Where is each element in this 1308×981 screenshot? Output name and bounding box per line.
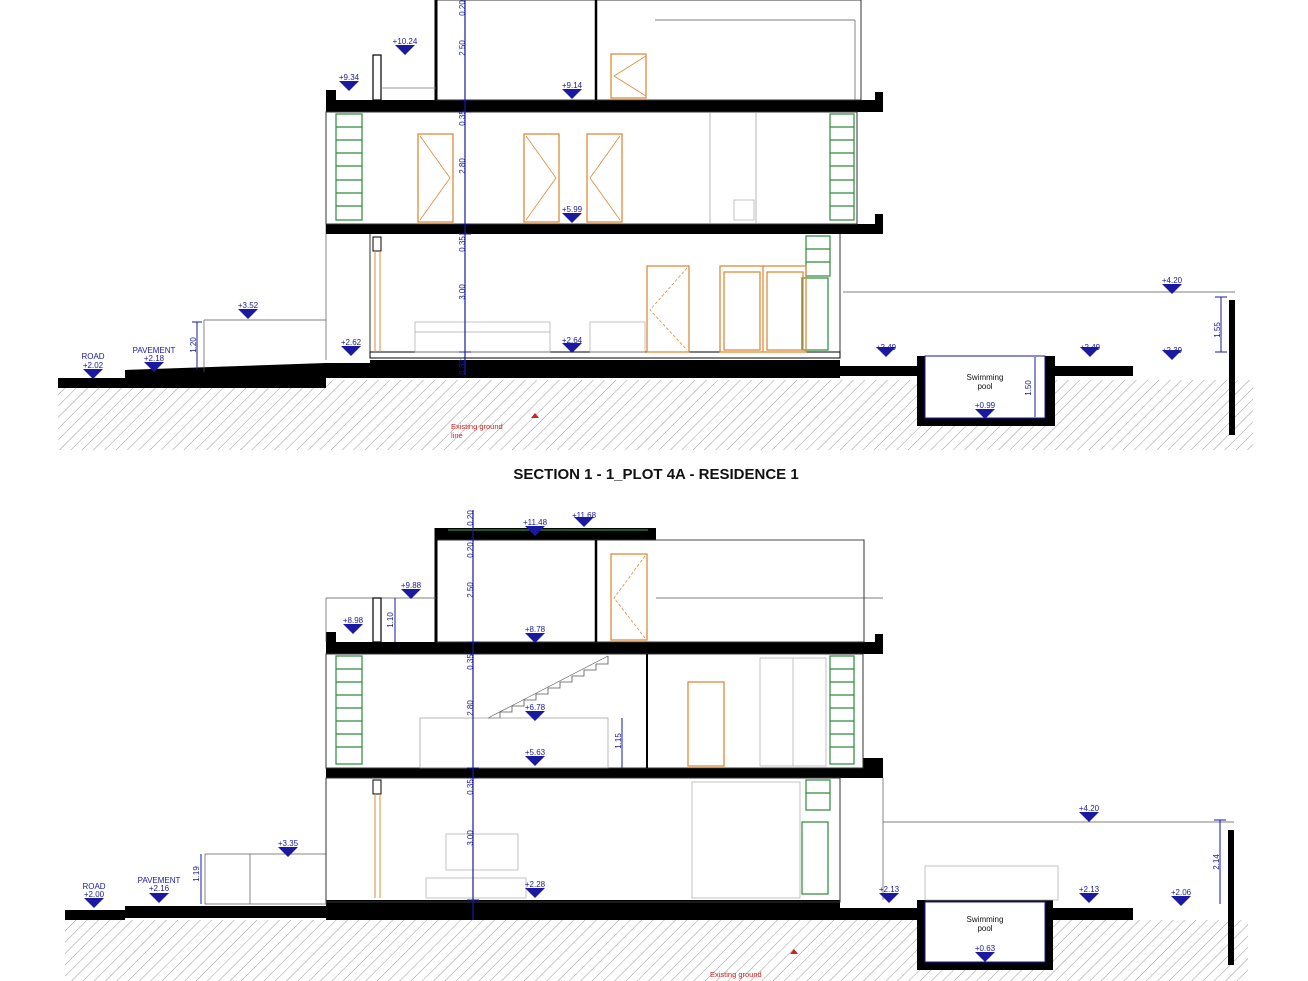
dim-1-20: 1.20 bbox=[189, 337, 198, 353]
doors-section-1 bbox=[417, 53, 807, 353]
existing-ground-label-line1: Existing ground bbox=[451, 422, 503, 431]
level-garden-upper-2: +3.35 bbox=[278, 839, 299, 848]
level-ground-floor-2: +2.28 bbox=[525, 880, 546, 889]
level-pool-deck-left: +2.49 bbox=[876, 343, 897, 352]
green-window-right-2 bbox=[448, 529, 855, 895]
level-pavement: +2.18 bbox=[144, 354, 165, 363]
level-pool-deck-right-2: +2.13 bbox=[1079, 885, 1100, 894]
upper-floor-outline-2 bbox=[435, 539, 865, 643]
level-roof-top: +10.24 bbox=[393, 37, 418, 46]
slab-ground bbox=[369, 351, 841, 359]
dim-0-35-b: 0.35 bbox=[458, 236, 467, 252]
dim2-0-20-b: 0.20 bbox=[466, 542, 475, 558]
first-floor-outline bbox=[325, 111, 858, 225]
boundary-wall bbox=[1229, 300, 1235, 435]
boundary-wall-2 bbox=[1228, 830, 1234, 965]
level-pavement-2: +2.16 bbox=[149, 884, 170, 893]
level-pool-deck-right: +2.49 bbox=[1080, 343, 1101, 352]
dim-3-00: 3.00 bbox=[458, 284, 467, 300]
section-1: +10.24 +9.34 +9.14 +5.99 +3.52 +2.62 +2.… bbox=[58, 0, 1253, 483]
doors-section-2 bbox=[610, 553, 725, 767]
level-ground-floor: +2.64 bbox=[562, 336, 583, 345]
level-terrace: +9.34 bbox=[339, 73, 360, 82]
level-pool-bottom-2: +0.63 bbox=[975, 944, 996, 953]
dim2-0-35-b: 0.35 bbox=[466, 779, 475, 795]
label-road-2: ROAD bbox=[82, 882, 105, 891]
dim2-2-80: 2.80 bbox=[466, 700, 475, 716]
section-2: +11.48 +11.68 +9.88 +8.98 +8.78 +6.78 +5… bbox=[65, 510, 1248, 981]
green-window-left-2 bbox=[335, 655, 363, 765]
level-garden-upper: +3.52 bbox=[238, 301, 259, 310]
label-pavement-2: PAVEMENT bbox=[138, 876, 181, 885]
label-road: ROAD bbox=[81, 352, 104, 361]
dim-small: 0.32 bbox=[458, 359, 467, 375]
staircase bbox=[488, 656, 609, 719]
ground-hatch-2 bbox=[65, 920, 1248, 981]
level-garden-right: +2.39 bbox=[1162, 346, 1183, 355]
dim2-1-19: 1.19 bbox=[192, 866, 201, 882]
dim-2-80: 2.80 bbox=[458, 158, 467, 174]
level-stair-landing: +6.78 bbox=[525, 703, 546, 712]
level-first-floor: +5.99 bbox=[562, 205, 583, 214]
first-floor-outline-2 bbox=[325, 653, 864, 769]
furniture-section-1 bbox=[414, 199, 755, 353]
dim2-0-35-a: 0.35 bbox=[466, 654, 475, 670]
slab-first bbox=[326, 224, 883, 234]
pool-label-line1-2: Swimming bbox=[967, 915, 1004, 924]
level-wall-top-2: +4.20 bbox=[1079, 804, 1100, 813]
level-garden-right-2: +2.06 bbox=[1171, 888, 1192, 897]
upper-floor-outline bbox=[435, 0, 862, 101]
pool-label-line2: pool bbox=[977, 382, 992, 391]
dim2-0-20-a: 0.20 bbox=[466, 510, 475, 526]
green-window-left bbox=[335, 113, 363, 221]
level-pool-deck-left-2: +2.13 bbox=[879, 885, 900, 894]
pool-label-line1: Swimming bbox=[967, 373, 1004, 382]
ground-floor-outline-2 bbox=[325, 777, 841, 903]
level-roof-b: +11.68 bbox=[572, 511, 597, 520]
dim-2-50: 2.50 bbox=[458, 40, 467, 56]
dim2-1-15: 1.15 bbox=[614, 733, 623, 749]
dim-0-20: 0.20 bbox=[458, 0, 467, 16]
level-pool-bottom: +0.99 bbox=[975, 401, 996, 410]
dim-1-50: 1.50 bbox=[1024, 380, 1033, 396]
furniture-section-2 bbox=[425, 657, 1059, 901]
ground-hatch bbox=[58, 380, 1253, 450]
section-1-title: SECTION 1 - 1_PLOT 4A - RESIDENCE 1 bbox=[513, 466, 798, 483]
level-terrace-2: +8.98 bbox=[343, 616, 364, 625]
level-entrance: +2.62 bbox=[341, 338, 362, 347]
green-window-right bbox=[801, 113, 855, 351]
level-road: +2.02 bbox=[83, 361, 104, 370]
level-second-floor-2: +8.78 bbox=[525, 625, 546, 634]
dim-0-35-a: 0.35 bbox=[458, 110, 467, 126]
existing-ground-label-2: Existing ground bbox=[710, 970, 762, 979]
ground-floor-outline bbox=[369, 231, 841, 355]
level-first-floor-2: +5.63 bbox=[525, 748, 546, 757]
dim2-3-00: 3.00 bbox=[466, 830, 475, 846]
dim2-1-10: 1.10 bbox=[386, 612, 395, 628]
level-road-2: +2.00 bbox=[84, 890, 105, 899]
level-parapet: +9.88 bbox=[401, 581, 422, 590]
level-roof-a: +11.48 bbox=[523, 518, 548, 527]
dim2-2-14: 2.14 bbox=[1212, 854, 1221, 870]
label-pavement: PAVEMENT bbox=[133, 346, 176, 355]
pool-label-line2-2: pool bbox=[977, 924, 992, 933]
level-second-floor: +9.14 bbox=[562, 81, 583, 90]
slab-second bbox=[326, 100, 883, 112]
existing-ground-label-line2: line bbox=[451, 431, 463, 440]
level-wall-top: +4.20 bbox=[1162, 276, 1183, 285]
dim-1-55: 1.55 bbox=[1213, 322, 1222, 338]
dim2-2-50: 2.50 bbox=[466, 582, 475, 598]
